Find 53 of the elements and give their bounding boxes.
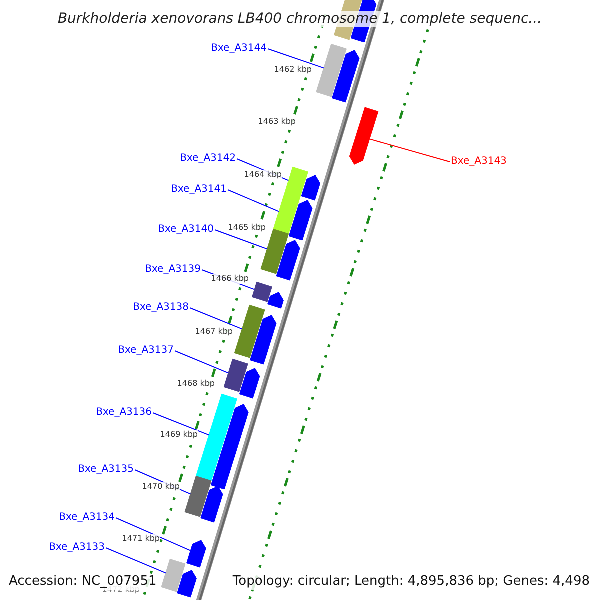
gene-block [186,540,206,568]
gene-block [268,292,284,309]
gene-bar [224,358,248,392]
gene-block [332,50,360,103]
scale-label: 1462 kbp [274,65,312,75]
scale-label: 1469 kbp [160,430,198,440]
gene-label: Bxe_A3144 [211,43,267,55]
scale-label: 1471 kbp [122,534,160,544]
leader-line [214,230,268,250]
scale-label: 1465 kbp [228,223,266,233]
gene-bar [196,394,238,482]
scale-label: 1466 kbp [211,274,249,284]
leader-line [116,518,192,552]
gene-bar [161,558,186,592]
gene-block [200,486,224,523]
scale-label: 1463 kbp [258,117,296,127]
gene-bar [234,304,266,358]
scale-label: 1467 kbp [195,327,233,337]
gene-block [239,368,260,399]
scale-label: 1470 kbp [142,482,180,492]
gene-label: Bxe_A3140 [158,224,214,236]
gene-label: Bxe_A3133 [49,542,105,554]
leader-line [152,412,210,436]
leader-line [369,138,450,162]
gene-label: Bxe_A3135 [78,464,134,476]
gene-block [210,404,249,490]
gene-block [276,240,300,281]
gene-bar [316,44,347,98]
gene-bar [284,166,308,200]
leader-line [174,350,229,374]
summary-text: Topology: circular; Length: 4,895,836 bp; Genes: 4,498 [232,574,590,590]
scale-label: 1468 kbp [177,379,215,389]
leader-line [106,548,166,574]
gene-block [250,315,277,365]
leader-line [190,308,243,330]
gene-label: Bxe_A3138 [133,302,189,314]
gene-label: Bxe_A3142 [180,153,236,165]
gene-label: Bxe_A3141 [171,184,227,196]
gene-label: Bxe_A3143 [451,156,507,168]
gene-block [288,200,313,241]
gene-label: Bxe_A3134 [59,512,115,524]
gene-bar [252,282,272,302]
leader-line [268,48,324,69]
gene-bar [184,476,212,518]
gene-block [177,570,197,598]
leader-line [228,190,280,212]
gene-bar [273,194,300,234]
gene-block [301,175,321,201]
gene-label: Bxe_A3137 [118,345,174,357]
gene-block [349,107,379,165]
gene-label: Bxe_A3139 [145,264,201,276]
scale-label: 1464 kbp [244,170,282,180]
gene-label: Bxe_A3136 [96,407,152,419]
